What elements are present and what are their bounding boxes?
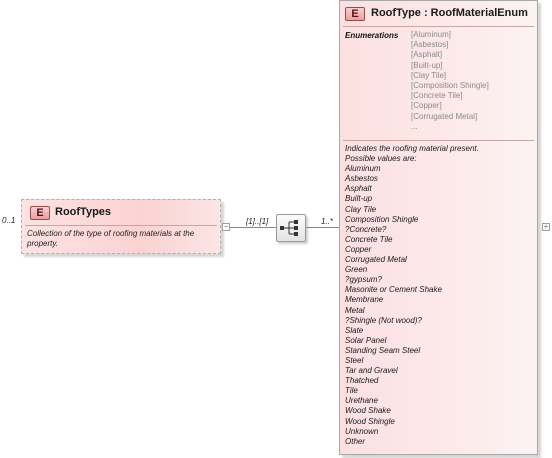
enum-value: [Concrete Tile]: [411, 91, 463, 101]
doc-line: Built-up: [345, 194, 373, 204]
element-title: RoofType : RoofMaterialEnum: [371, 7, 528, 19]
doc-line: Masonite or Cement Shake: [345, 285, 442, 295]
doc-line: ?Shingle (Not wood)?: [345, 315, 422, 325]
title-divider: [343, 26, 534, 27]
doc-line: ?gypsum?: [345, 275, 382, 285]
enum-value: [Aluminum]: [411, 30, 452, 39]
doc-line: Aluminum: [345, 164, 381, 174]
doc-line: Composition Shingle: [345, 214, 419, 224]
doc-line: Corrugated Metal: [345, 255, 407, 265]
element-name: RoofTypes: [55, 206, 112, 218]
doc-divider: [343, 140, 534, 141]
sequence-occurrence: [1]..[1]: [246, 217, 269, 226]
enum-value: [Built-up]: [411, 60, 443, 70]
doc-line: Possible values are:: [345, 154, 417, 164]
enumerations-list: [Aluminum] [Asbestos] [Asphalt] [Built-u…: [411, 30, 489, 132]
doc-line: Urethane: [345, 396, 378, 406]
enum-value: ...: [411, 121, 418, 131]
doc-line: Tile: [345, 386, 358, 396]
doc-line: Green: [345, 265, 368, 275]
element-rooftypes[interactable]: E RoofTypes Collection of the type of ro…: [21, 199, 221, 254]
enum-value: [Asphalt]: [411, 50, 443, 60]
doc-line: Solar Panel: [345, 335, 387, 345]
doc-line: Concrete Tile: [345, 234, 393, 244]
doc-line: Metal: [345, 305, 365, 315]
doc-line: Slate: [345, 325, 364, 335]
element-divider: [25, 225, 217, 226]
enum-value: [Corrugated Metal]: [411, 111, 478, 121]
enum-value: [Composition Shingle]: [411, 81, 489, 91]
doc-line: Wood Shake: [345, 406, 391, 416]
connector-line-child: [306, 227, 339, 228]
enum-value: [Copper]: [411, 101, 442, 111]
doc-line: Standing Seam Steel: [345, 345, 421, 355]
doc-line: Copper: [345, 244, 372, 254]
parent-occurrence: 0..1: [2, 216, 16, 225]
enum-value: [Clay Tile]: [411, 70, 447, 80]
enumerations-label: Enumerations: [345, 31, 399, 40]
doc-line: Clay Tile: [345, 204, 377, 214]
sequence-compositor[interactable]: [276, 214, 306, 242]
sequence-compositor-icon: [280, 220, 298, 236]
doc-line: Indicates the roofing material present.: [345, 144, 479, 153]
doc-line: Other: [345, 436, 366, 446]
doc-line: Asphalt: [345, 184, 372, 194]
element-badge: E: [345, 7, 365, 21]
doc-line: ?Concrete?: [345, 224, 387, 234]
connector-line-parent: [230, 227, 276, 228]
doc-line: Asbestos: [345, 174, 378, 184]
documentation: Indicates the roofing material present. …: [345, 144, 479, 447]
collapse-toggle[interactable]: −: [222, 222, 230, 231]
child-occurrence: 1..*: [321, 217, 334, 226]
doc-line: Thatched: [345, 376, 379, 386]
doc-line: Membrane: [345, 295, 384, 305]
enum-value: [Asbestos]: [411, 40, 449, 50]
element-description: Collection of the type of roofing materi…: [27, 229, 195, 248]
doc-line: Steel: [345, 355, 364, 365]
expand-toggle[interactable]: +: [542, 222, 550, 231]
doc-line: Unknown: [345, 426, 379, 436]
doc-line: Tar and Gravel: [345, 366, 398, 376]
doc-line: Wood Shingle: [345, 416, 395, 426]
element-rooftype[interactable]: E RoofType : RoofMaterialEnum Enumeratio…: [339, 0, 538, 455]
element-badge: E: [30, 206, 50, 220]
